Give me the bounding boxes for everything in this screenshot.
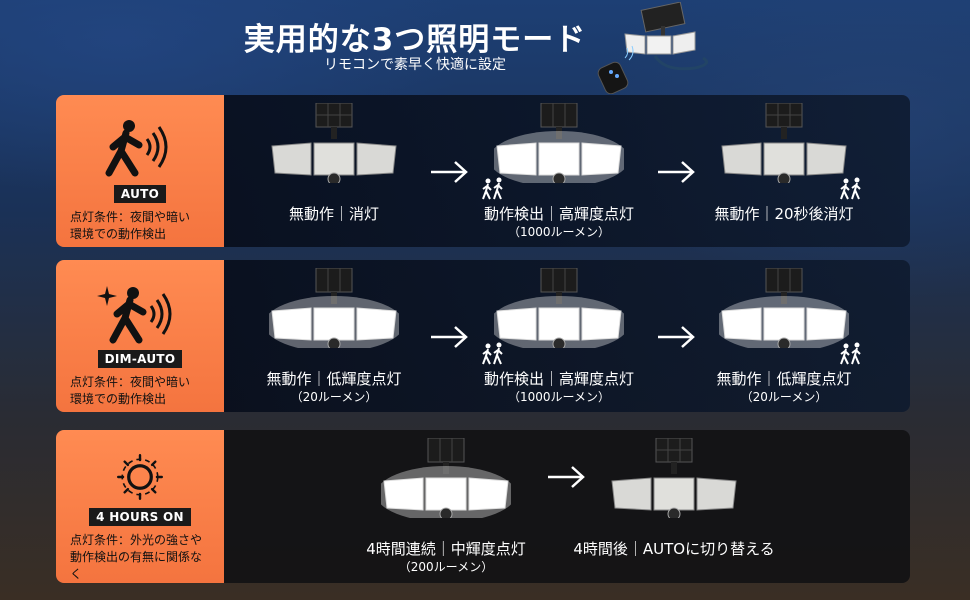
product-with-remote-image [597,2,709,94]
condition-line: 環境での動作検出 [70,392,167,406]
arrow-right-icon [656,160,695,184]
page-title: 実用的な3つ照明モード [243,22,587,58]
arrow-right-icon [429,160,468,184]
mode-info-dim-auto: DIM-AUTO 点灯条件：夜間や暗い 環境での動作検出 [56,260,224,412]
lamp-off-image [611,438,737,518]
mode-info-4-hours-on: 4 HOURS ON 点灯条件：外光の強さや 動作検出の有無に関係なく [56,430,224,583]
arrow-right-icon [656,325,695,349]
arrow-right-icon [429,325,468,349]
lamp-dim-image [269,268,399,348]
step-label: 無動作｜消灯 [288,205,379,223]
mode-steps: 無動作｜低輝度点灯 （20ルーメン） 動作検出｜高輝度点灯 （1000ルーメン）… [224,260,910,412]
sparkle-motion-person-icon [97,286,172,344]
mode-panel-auto: AUTO 点灯条件：夜間や暗い 環境での動作検出 無動作｜消灯 動作検出｜高輝度… [56,95,910,247]
walking-people-icon [482,177,503,200]
step-sub: （20ルーメン） [290,390,378,404]
mode-condition: 点灯条件：夜間や暗い 環境での動作検出 [70,374,210,408]
walking-people-icon [840,177,861,200]
step-sub: （1000ルーメン） [507,225,611,239]
walking-people-icon [840,342,861,365]
page-subtitle: リモコンで素早く快適に設定 [324,57,506,73]
lamp-dim-image [719,268,849,348]
motion-person-icon [105,120,168,177]
condition-line: 動作検出の有無に関係なく [70,550,203,581]
arrow-right-icon [546,465,585,489]
mode-condition: 点灯条件：外光の強さや 動作検出の有無に関係なく [70,532,210,583]
lamp-bright-image [494,103,624,183]
lamp-medium-image [381,438,511,518]
step-label: 無動作｜20秒後消灯 [714,205,854,223]
lamp-off-image [271,103,397,183]
mode-info-auto: AUTO 点灯条件：夜間や暗い 環境での動作検出 [56,95,224,247]
mode-badge: DIM-AUTO [97,350,183,368]
step-label: 4時間連続｜中輝度点灯 [366,540,526,558]
sun-icon [117,454,163,500]
mode-panel-4-hours-on: 4 HOURS ON 点灯条件：外光の強さや 動作検出の有無に関係なく 4時間連… [56,430,910,583]
mode-badge: AUTO [113,185,167,203]
mode-condition: 点灯条件：夜間や暗い 環境での動作検出 [70,209,210,243]
step-sub: （1000ルーメン） [507,390,611,404]
condition-line: 点灯条件：夜間や暗い [70,375,191,389]
walking-people-icon [482,342,503,365]
step-label: 4時間後｜AUTOに切り替える [573,540,775,558]
step-sub: （200ルーメン） [398,560,494,574]
condition-line: 点灯条件：夜間や暗い [70,210,191,224]
mode-steps: 4時間連続｜中輝度点灯 （200ルーメン） 4時間後｜AUTOに切り替える [224,430,910,583]
step-label: 動作検出｜高輝度点灯 [483,370,634,388]
mode-badge: 4 HOURS ON [89,508,191,526]
step-label: 無動作｜低輝度点灯 [266,370,402,388]
condition-line: 環境での動作検出 [70,227,167,241]
step-sub: （20ルーメン） [740,390,828,404]
lamp-bright-image [494,268,624,348]
mode-panel-dim-auto: DIM-AUTO 点灯条件：夜間や暗い 環境での動作検出 無動作｜低輝度点灯 （… [56,260,910,412]
step-label: 無動作｜低輝度点灯 [716,370,852,388]
condition-line: 点灯条件：外光の強さや [70,533,203,547]
mode-steps: 無動作｜消灯 動作検出｜高輝度点灯 （1000ルーメン） 無動作｜20秒後消灯 [224,95,910,247]
lamp-off-image [721,103,847,183]
step-label: 動作検出｜高輝度点灯 [483,205,634,223]
